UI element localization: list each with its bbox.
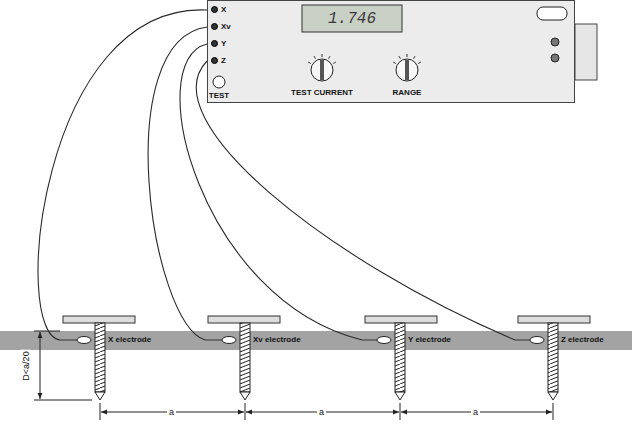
electrode-plate bbox=[208, 316, 280, 323]
rod-thread bbox=[240, 323, 250, 392]
terminal-label: Z bbox=[221, 56, 226, 66]
electrode-z bbox=[515, 316, 590, 400]
button-label: TEST bbox=[207, 91, 231, 101]
terminal-jack bbox=[211, 40, 218, 47]
indicator bbox=[551, 38, 559, 46]
dimension-line bbox=[40, 332, 41, 399]
electrode-plate bbox=[63, 316, 135, 323]
dimension-tick bbox=[245, 403, 246, 420]
rod-tip bbox=[395, 392, 405, 400]
dimension-tick bbox=[34, 400, 92, 401]
electrode: X electrode bbox=[60, 318, 156, 350]
rod-thread bbox=[95, 323, 105, 392]
electrode-plate bbox=[518, 316, 590, 323]
dimension-label: a bbox=[471, 407, 480, 417]
terminal: Z bbox=[207, 55, 230, 67]
knob-tick bbox=[308, 62, 311, 64]
knob-tick bbox=[399, 56, 401, 59]
display-reading: 1.746 bbox=[302, 11, 402, 27]
terminal: Y bbox=[207, 38, 231, 50]
knob-tick bbox=[407, 54, 408, 57]
electrode-label: X electrode bbox=[108, 335, 151, 345]
lcd-window bbox=[302, 5, 402, 32]
meter-side-tab bbox=[575, 24, 597, 80]
rotary-knob bbox=[396, 59, 418, 81]
electrode-plate bbox=[365, 316, 437, 323]
electrode-x bbox=[60, 316, 135, 400]
terminal: Xv bbox=[207, 21, 235, 33]
rod-tip bbox=[548, 392, 558, 400]
terminal-label: Xv bbox=[221, 22, 231, 32]
clip-stub bbox=[205, 340, 222, 341]
terminal-label: Y bbox=[221, 39, 226, 49]
spacing-dimensions bbox=[100, 403, 553, 420]
meter-handle bbox=[537, 7, 567, 20]
dimension-tick bbox=[553, 403, 554, 420]
indicator bbox=[551, 54, 559, 62]
terminal: X bbox=[207, 4, 231, 16]
clip bbox=[530, 337, 544, 344]
electrode: Xv electrode bbox=[205, 318, 305, 350]
test-button bbox=[213, 76, 225, 88]
dimension-tick bbox=[400, 403, 401, 420]
terminal-jack bbox=[211, 23, 218, 30]
electrode-rod bbox=[548, 323, 558, 392]
electrode-label: Z electrode bbox=[561, 335, 604, 345]
clip bbox=[77, 337, 91, 344]
knob-tick bbox=[329, 56, 331, 59]
rotary-knob bbox=[311, 59, 333, 81]
dimension-tick bbox=[100, 403, 101, 420]
terminal-label: X bbox=[221, 5, 226, 15]
clip-stub bbox=[515, 340, 530, 341]
meter-face bbox=[207, 0, 575, 103]
knob-tick bbox=[418, 62, 421, 64]
knob-tick bbox=[393, 62, 396, 64]
electrode: Z electrode bbox=[515, 318, 608, 350]
rod-tip bbox=[95, 392, 105, 400]
electrode-rod bbox=[95, 323, 105, 392]
electrode-rod bbox=[395, 323, 405, 392]
rod-thread bbox=[395, 323, 405, 392]
clip-stub bbox=[60, 340, 77, 341]
rod-tip bbox=[240, 392, 250, 400]
knob-grip bbox=[405, 60, 409, 80]
clip bbox=[377, 337, 391, 344]
test-lead bbox=[38, 10, 207, 340]
depth-label: D<a/20 bbox=[21, 349, 31, 382]
electrode-label: Y electrode bbox=[408, 335, 451, 345]
depth-dimension bbox=[34, 331, 92, 400]
clip-stub bbox=[362, 340, 377, 341]
knob-label: RANGE bbox=[372, 88, 442, 98]
knob-tick bbox=[333, 62, 336, 64]
terminal-jack bbox=[211, 57, 218, 64]
dimension-label: a bbox=[317, 407, 326, 417]
dimension-tick bbox=[34, 331, 60, 332]
electrode-label: Xv electrode bbox=[253, 335, 301, 345]
electrode: Y electrode bbox=[362, 318, 455, 350]
rod-thread bbox=[548, 323, 558, 392]
electrode-y bbox=[362, 316, 437, 400]
dimension-label: a bbox=[167, 407, 176, 417]
meter-housing bbox=[208, 1, 575, 103]
knob-grip bbox=[320, 60, 324, 80]
clip bbox=[222, 337, 236, 344]
knob-tick bbox=[322, 54, 323, 57]
earth-tester: 1.746TEST CURRENT RANGE TEST X XvYZ bbox=[207, 0, 575, 103]
knob-tick bbox=[314, 56, 316, 59]
terminal-jack bbox=[211, 6, 218, 13]
electrode-rod bbox=[240, 323, 250, 392]
knob-tick bbox=[414, 56, 416, 59]
knob-label: TEST CURRENT bbox=[282, 88, 362, 98]
electrode-xv bbox=[205, 316, 280, 400]
